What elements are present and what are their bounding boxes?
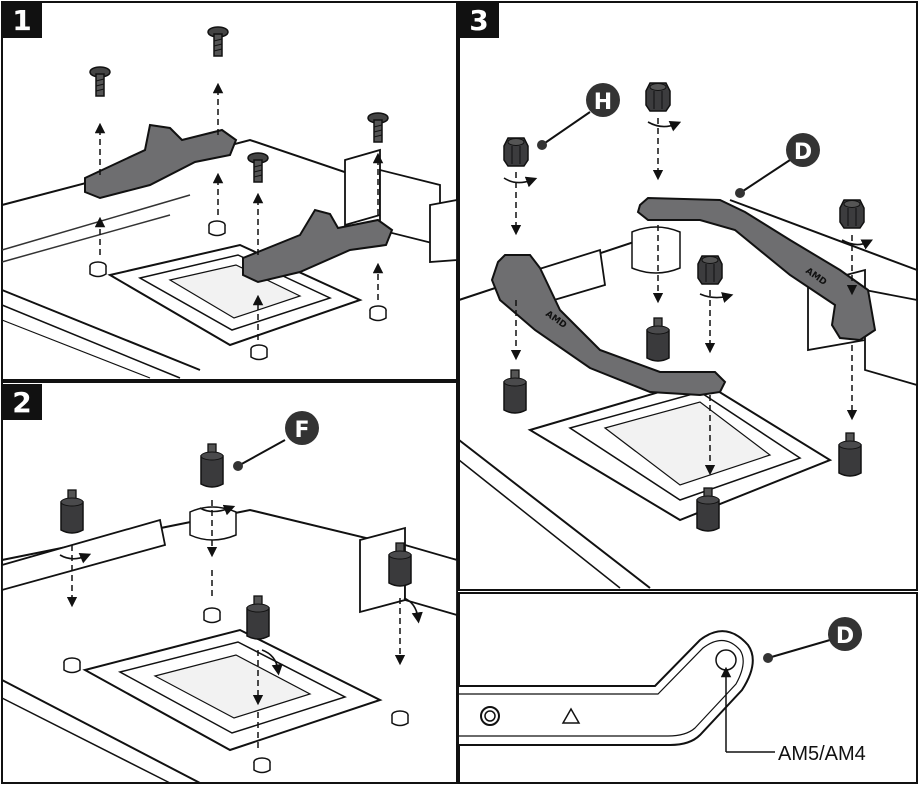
- rotate-arrows: [503, 121, 874, 303]
- callout-d: D: [794, 140, 812, 165]
- step-number-3: 3: [469, 4, 488, 37]
- backplate-ring: [369, 305, 387, 322]
- removal-arrows: [94, 82, 384, 340]
- callout-h: H: [594, 90, 612, 115]
- step-badge-3: [459, 2, 499, 38]
- thumb-nut: [697, 255, 723, 285]
- backplate-ring: [250, 344, 268, 361]
- callout-f: F: [294, 418, 309, 443]
- socket-compat-label: AM5/AM4: [778, 743, 866, 765]
- panel-step-3: AMD AMD H: [458, 1, 918, 591]
- backplate-ring: [253, 757, 271, 774]
- callout-d-detail-badge: [828, 617, 862, 651]
- install-arrows: [510, 118, 858, 476]
- backplate-ring: [208, 220, 226, 237]
- bracket-outline: [459, 630, 754, 746]
- am5-am4-hole: [715, 649, 737, 671]
- spacer: [631, 226, 681, 274]
- step-number-1: 1: [12, 4, 31, 37]
- spacer: [189, 506, 237, 541]
- callout-f-badge: [285, 411, 319, 445]
- thumb-nut: [503, 137, 529, 167]
- install-arrows: [66, 500, 406, 750]
- backplate-ring: [203, 607, 221, 624]
- thumb-nut: [645, 82, 671, 112]
- triangle-mark: [561, 707, 581, 724]
- thumb-nut: [839, 199, 865, 229]
- stock-bracket-right: [242, 208, 394, 284]
- backplate-ring: [391, 710, 409, 727]
- rotate-arrows: [59, 504, 423, 676]
- panel-bracket-detail: AM5/AM4 D: [458, 592, 918, 784]
- backplate-ring: [89, 261, 107, 278]
- mounting-bracket-left: [490, 254, 727, 397]
- callout-d-detail: D: [836, 624, 854, 649]
- step-number-2: 2: [12, 386, 31, 419]
- panel-step-1: 1: [1, 1, 458, 381]
- mounting-bracket-right: [636, 196, 877, 342]
- callout-h-badge: [586, 83, 620, 117]
- step-badge-2: [2, 384, 42, 420]
- callout-d-badge: [786, 133, 820, 167]
- step-badge-1: [2, 2, 42, 38]
- panel-step-2: F 2: [1, 381, 458, 784]
- stock-bracket-left: [84, 123, 238, 200]
- backplate-ring: [63, 657, 81, 674]
